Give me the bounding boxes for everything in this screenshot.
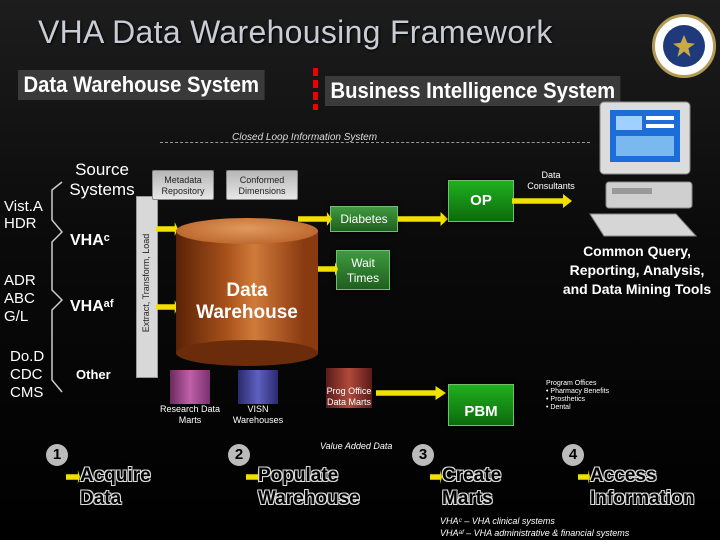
arrow-to-op — [398, 212, 448, 226]
step-number: 2 — [228, 444, 250, 466]
arrow-etl-2 — [156, 300, 178, 314]
vhac-label: VHAᶜ — [70, 232, 110, 249]
footnote-vhaaf: VHAᵃᶠ – VHA administrative & financial s… — [440, 528, 630, 538]
value-added-data-label: Value Added Data — [320, 441, 393, 451]
system-divider — [313, 68, 318, 110]
other-label: Other — [76, 367, 111, 382]
arrow-to-wait-times — [318, 262, 338, 276]
visn-warehouses-label: VISN Warehouses — [232, 404, 284, 425]
data-consultants-label: Data Consultants — [527, 170, 575, 191]
adr-abc-gl-label: ADR ABC G/L — [4, 272, 36, 325]
step-label: Populate Warehouse — [258, 465, 360, 509]
research-mart-cylinder — [170, 370, 210, 404]
step-label: Create Marts — [442, 465, 502, 509]
dod-cdc-cms-label: Do.D CDC CMS — [10, 348, 45, 401]
data-warehouse-label: Data Warehouse — [196, 280, 298, 323]
footnote-vhac: VHAᶜ – VHA clinical systems — [440, 516, 555, 526]
metadata-repository: Metadata Repository — [152, 170, 214, 200]
op-mart: OP — [448, 180, 514, 222]
vista-hdr-label: Vist.A HDR — [4, 198, 43, 232]
arrow-to-pbm — [376, 386, 446, 400]
step-number: 3 — [412, 444, 434, 466]
closed-loop-label: Closed Loop Information System — [232, 132, 378, 143]
diabetes-mart: Diabetes — [330, 206, 398, 232]
source-bracket — [51, 181, 64, 393]
page-title: VHA Data Warehousing Framework — [38, 14, 553, 50]
closed-loop-line — [160, 142, 590, 143]
step-label: Acquire Data — [80, 465, 151, 509]
program-office-item: • Dental — [546, 404, 571, 411]
prog-office-mart-cylinder — [326, 368, 372, 408]
wait-times-mart: Wait Times — [336, 250, 390, 290]
step-label: Access Information — [590, 465, 695, 509]
computer-workstation-icon — [589, 101, 698, 237]
header-business-intelligence-system: Business Intelligence System — [325, 76, 621, 106]
program-office-item: • Prosthetics — [546, 396, 586, 403]
vhaaf-label: VHAᵃᶠ — [70, 298, 114, 315]
header-data-warehouse-system: Data Warehouse System — [18, 70, 265, 100]
arrow-op-to-tools — [512, 194, 572, 208]
prog-office-data-marts-label: Prog Office Data Marts — [326, 386, 372, 407]
arrow-etl-1 — [156, 222, 178, 236]
step-number: 1 — [46, 444, 68, 466]
program-offices-heading: Program Offices — [546, 380, 597, 387]
pbm-mart: PBM — [448, 384, 514, 426]
conformed-dimensions: Conformed Dimensions — [226, 170, 298, 200]
source-systems-heading: Source Systems — [69, 160, 135, 199]
tools-description: Common Query, Reporting, Analysis, and D… — [562, 243, 712, 297]
program-office-item: • Pharmacy Benefits — [546, 388, 610, 395]
visn-warehouse-cylinder — [238, 370, 278, 404]
research-data-marts-label: Research Data Marts — [159, 404, 221, 425]
data-warehouse-cylinder — [176, 230, 318, 354]
etl-bar — [136, 196, 158, 378]
step-number: 4 — [562, 444, 584, 466]
va-seal-logo — [652, 14, 716, 78]
etl-label: Extract, Transform, Load — [141, 233, 151, 333]
program-offices-list: Program Offices • Pharmacy Benefits • Pr… — [546, 380, 609, 412]
